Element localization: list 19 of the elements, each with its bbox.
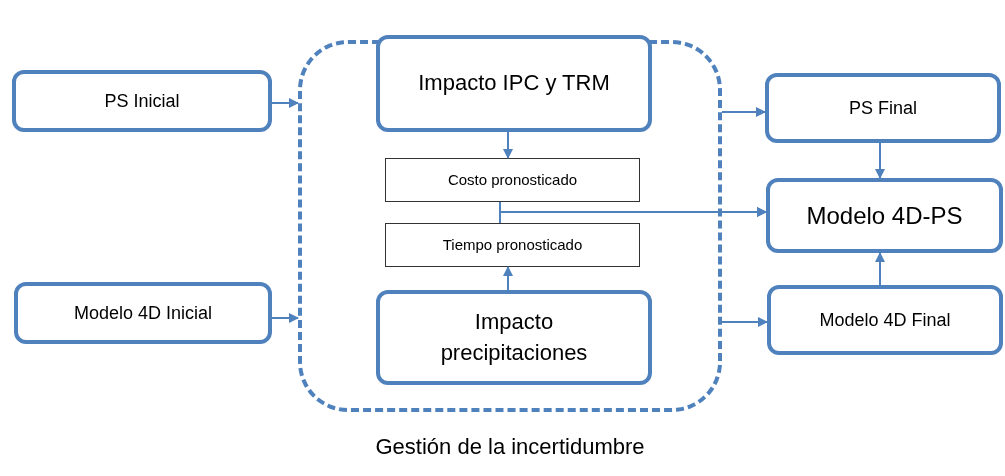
arrow bbox=[499, 207, 767, 224]
arrow bbox=[875, 252, 885, 286]
arrow bbox=[271, 313, 299, 323]
output-box: Costo pronosticado bbox=[385, 158, 640, 202]
process-box: Impacto precipitaciones bbox=[376, 290, 652, 385]
arrow bbox=[721, 107, 766, 117]
process-box: PS Inicial bbox=[12, 70, 272, 132]
group-caption: Gestión de la incertidumbre bbox=[374, 433, 646, 461]
result-box: Modelo 4D-PS bbox=[766, 178, 1003, 253]
process-box: PS Final bbox=[765, 73, 1001, 143]
process-box: Impacto IPC y TRM bbox=[376, 35, 652, 132]
arrow bbox=[721, 317, 768, 327]
arrow bbox=[271, 98, 299, 108]
process-box: Modelo 4D Inicial bbox=[14, 282, 272, 344]
output-box: Tiempo pronosticado bbox=[385, 223, 640, 267]
arrow bbox=[503, 131, 513, 159]
process-box: Modelo 4D Final bbox=[767, 285, 1003, 355]
arrow bbox=[503, 266, 513, 291]
arrow bbox=[875, 142, 885, 179]
